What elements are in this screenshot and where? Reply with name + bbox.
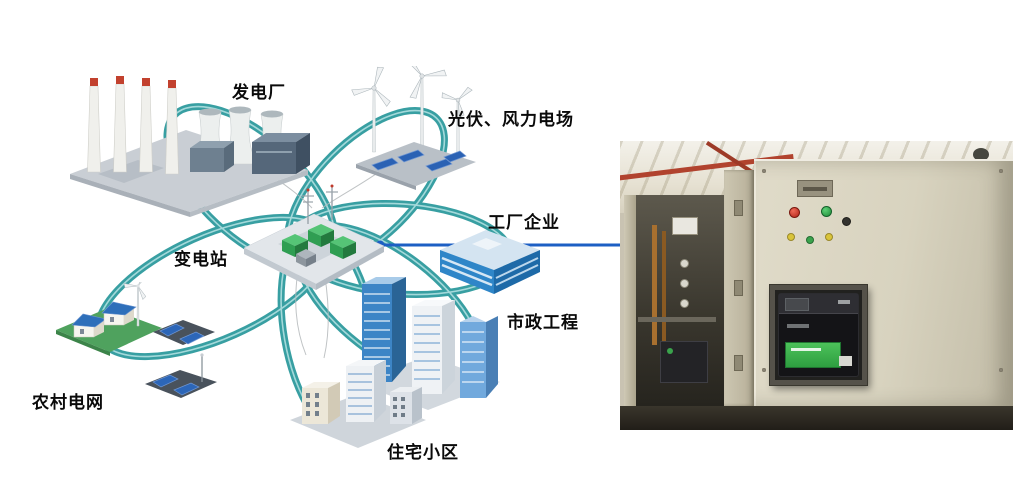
tower-right [460, 316, 498, 398]
hinge [734, 200, 743, 216]
wind-turbine-icon [351, 66, 391, 153]
circuit-breaker-unit [778, 293, 859, 377]
solar-house-icon [71, 313, 107, 338]
screw [762, 368, 766, 372]
wind-turbine-icon [441, 86, 473, 157]
transformer-icon [282, 234, 308, 257]
solar-wind-illustration [351, 66, 476, 190]
mounting-rail [638, 317, 716, 322]
label-factory: 工厂企业 [488, 213, 560, 233]
label-rural: 农村电网 [32, 393, 104, 413]
apartment-block [302, 382, 340, 424]
switchgear-cabinet-photo [620, 141, 1013, 430]
screw [762, 169, 766, 173]
label-solar-wind: 光伏、风力电场 [448, 110, 574, 130]
label-substation: 变电站 [174, 250, 228, 270]
wind-turbine-icon [123, 282, 148, 327]
indicator-green-lamp [821, 206, 832, 217]
apartment-block [390, 387, 422, 424]
relay-module [672, 217, 698, 235]
transformer-icon [308, 224, 334, 247]
solar-array-icon [145, 353, 217, 398]
installed-breaker [660, 341, 708, 383]
screw [999, 169, 1003, 173]
indicator-yellow-lamp [825, 233, 833, 241]
copper-busbar [662, 231, 666, 341]
cabinet-front-panel [754, 159, 1013, 406]
insulator [680, 299, 689, 308]
panel-button [842, 217, 851, 226]
factory-illustration [440, 230, 540, 294]
nameplate [797, 180, 833, 197]
breaker-window [770, 285, 867, 385]
solar-house-icon [101, 301, 137, 326]
breaker-tag [787, 324, 809, 328]
indicator-yellow-lamp [787, 233, 795, 241]
substation-illustration [243, 184, 385, 290]
insulator [680, 259, 689, 268]
municipal-illustration [354, 277, 500, 410]
hinge [734, 280, 743, 296]
solar-array-icon [153, 320, 215, 345]
indicator-red-lamp [789, 207, 800, 218]
insulator [680, 279, 689, 288]
solar-panel-icon [371, 149, 467, 172]
label-municipal: 市政工程 [507, 313, 579, 333]
label-residential: 住宅小区 [387, 443, 459, 463]
rural-grid-illustration [56, 282, 217, 398]
apartment-block [346, 360, 386, 422]
screw [999, 368, 1003, 372]
copper-busbar [652, 225, 657, 345]
breaker-display [785, 298, 809, 311]
equipment-box [296, 249, 316, 267]
floor-shadow [620, 406, 1013, 430]
power-plant-illustration [70, 76, 310, 217]
cabinet-door-frame [724, 170, 754, 406]
residential-illustration [290, 360, 426, 448]
breaker-rating-label [839, 356, 852, 366]
tower-white [412, 300, 455, 394]
open-cabinet-interior [624, 195, 724, 406]
transformer-icon [330, 236, 356, 259]
wind-turbine-icon [405, 66, 447, 151]
label-power-plant: 发电厂 [232, 83, 286, 103]
ceiling-fixture [973, 148, 989, 161]
indicator-green-lamp [806, 236, 814, 244]
breaker-tag [838, 300, 850, 304]
breaker-green-label [785, 342, 841, 368]
hinge [734, 355, 743, 371]
cabinet-side-frame [624, 195, 636, 406]
